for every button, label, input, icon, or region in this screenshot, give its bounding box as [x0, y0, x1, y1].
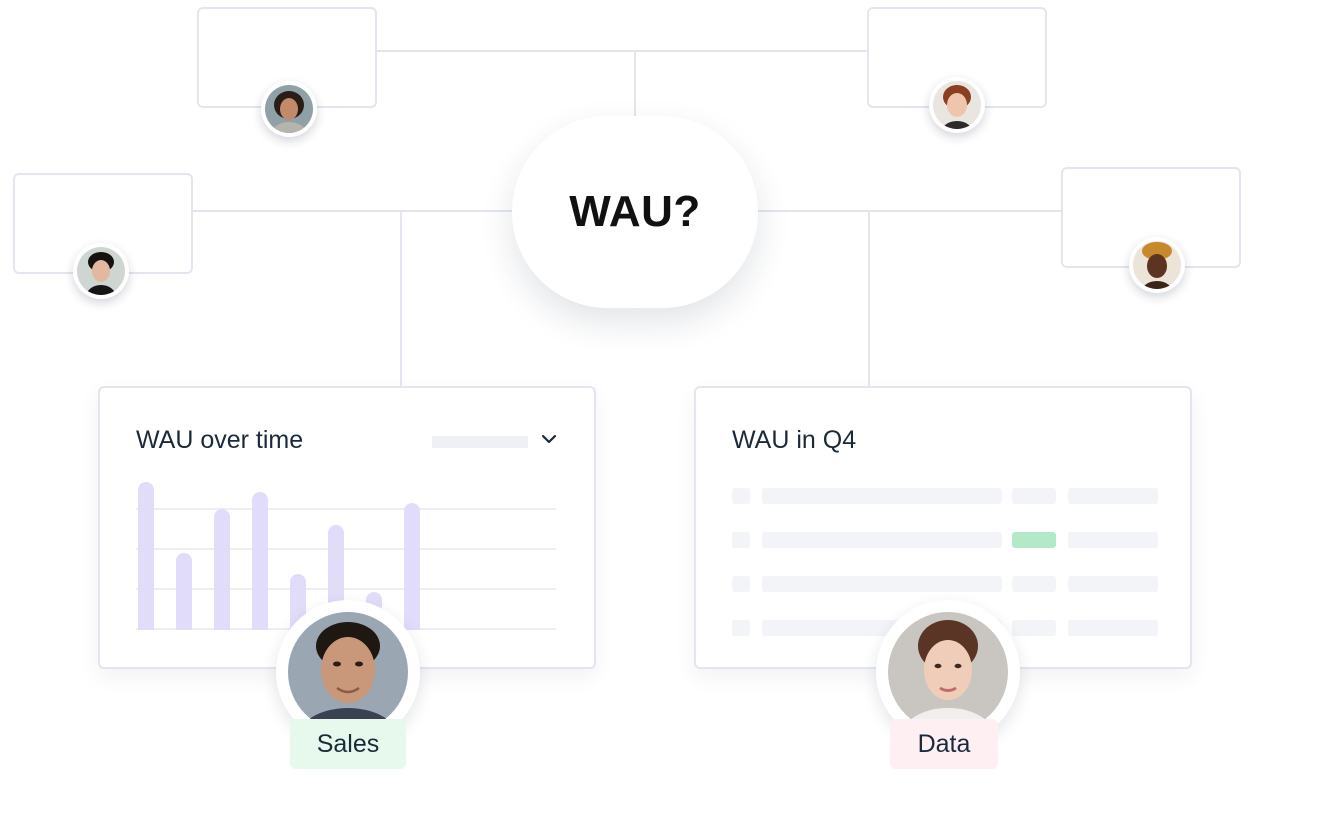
chart-bar	[138, 482, 154, 630]
placeholder-cell	[1068, 488, 1158, 504]
avatar	[73, 243, 129, 299]
avatar	[929, 77, 985, 133]
chart-bar	[214, 509, 230, 630]
team-tag-sales: Sales	[290, 719, 406, 769]
chart-bar	[404, 503, 420, 630]
placeholder-cell	[1068, 620, 1158, 636]
chevron-down-icon[interactable]	[540, 430, 558, 448]
chart-bar	[252, 492, 268, 630]
gridline	[136, 508, 556, 510]
team-tag-label: Sales	[316, 729, 380, 758]
team-tag-label: Data	[917, 729, 971, 758]
highlight-cell	[1012, 532, 1056, 548]
placeholder-cell	[732, 576, 750, 592]
question-bubble[interactable]: WAU?	[512, 116, 758, 308]
avatar-photo	[288, 612, 408, 732]
placeholder-cell	[732, 532, 750, 548]
avatar	[1129, 237, 1185, 293]
placeholder-cell	[762, 576, 1002, 592]
placeholder-cell	[1068, 532, 1158, 548]
question-label: WAU?	[569, 187, 701, 236]
placeholder-cell	[1012, 488, 1056, 504]
placeholder-cell	[1012, 620, 1056, 636]
avatar	[261, 81, 317, 137]
placeholder-cell	[1068, 576, 1158, 592]
dropdown-placeholder[interactable]	[432, 436, 528, 448]
placeholder-cell	[732, 488, 750, 504]
gridline	[136, 588, 556, 590]
avatar-photo	[888, 612, 1008, 732]
placeholder-cell	[762, 532, 1002, 548]
placeholder-cell	[1012, 576, 1056, 592]
placeholder-cell	[732, 620, 750, 636]
table-card-title: WAU in Q4	[732, 426, 857, 454]
team-tag-data: Data	[890, 719, 998, 769]
chart-card-title: WAU over time	[136, 426, 304, 454]
gridline	[136, 548, 556, 550]
chart-bar	[176, 553, 192, 630]
placeholder-cell	[762, 488, 1002, 504]
